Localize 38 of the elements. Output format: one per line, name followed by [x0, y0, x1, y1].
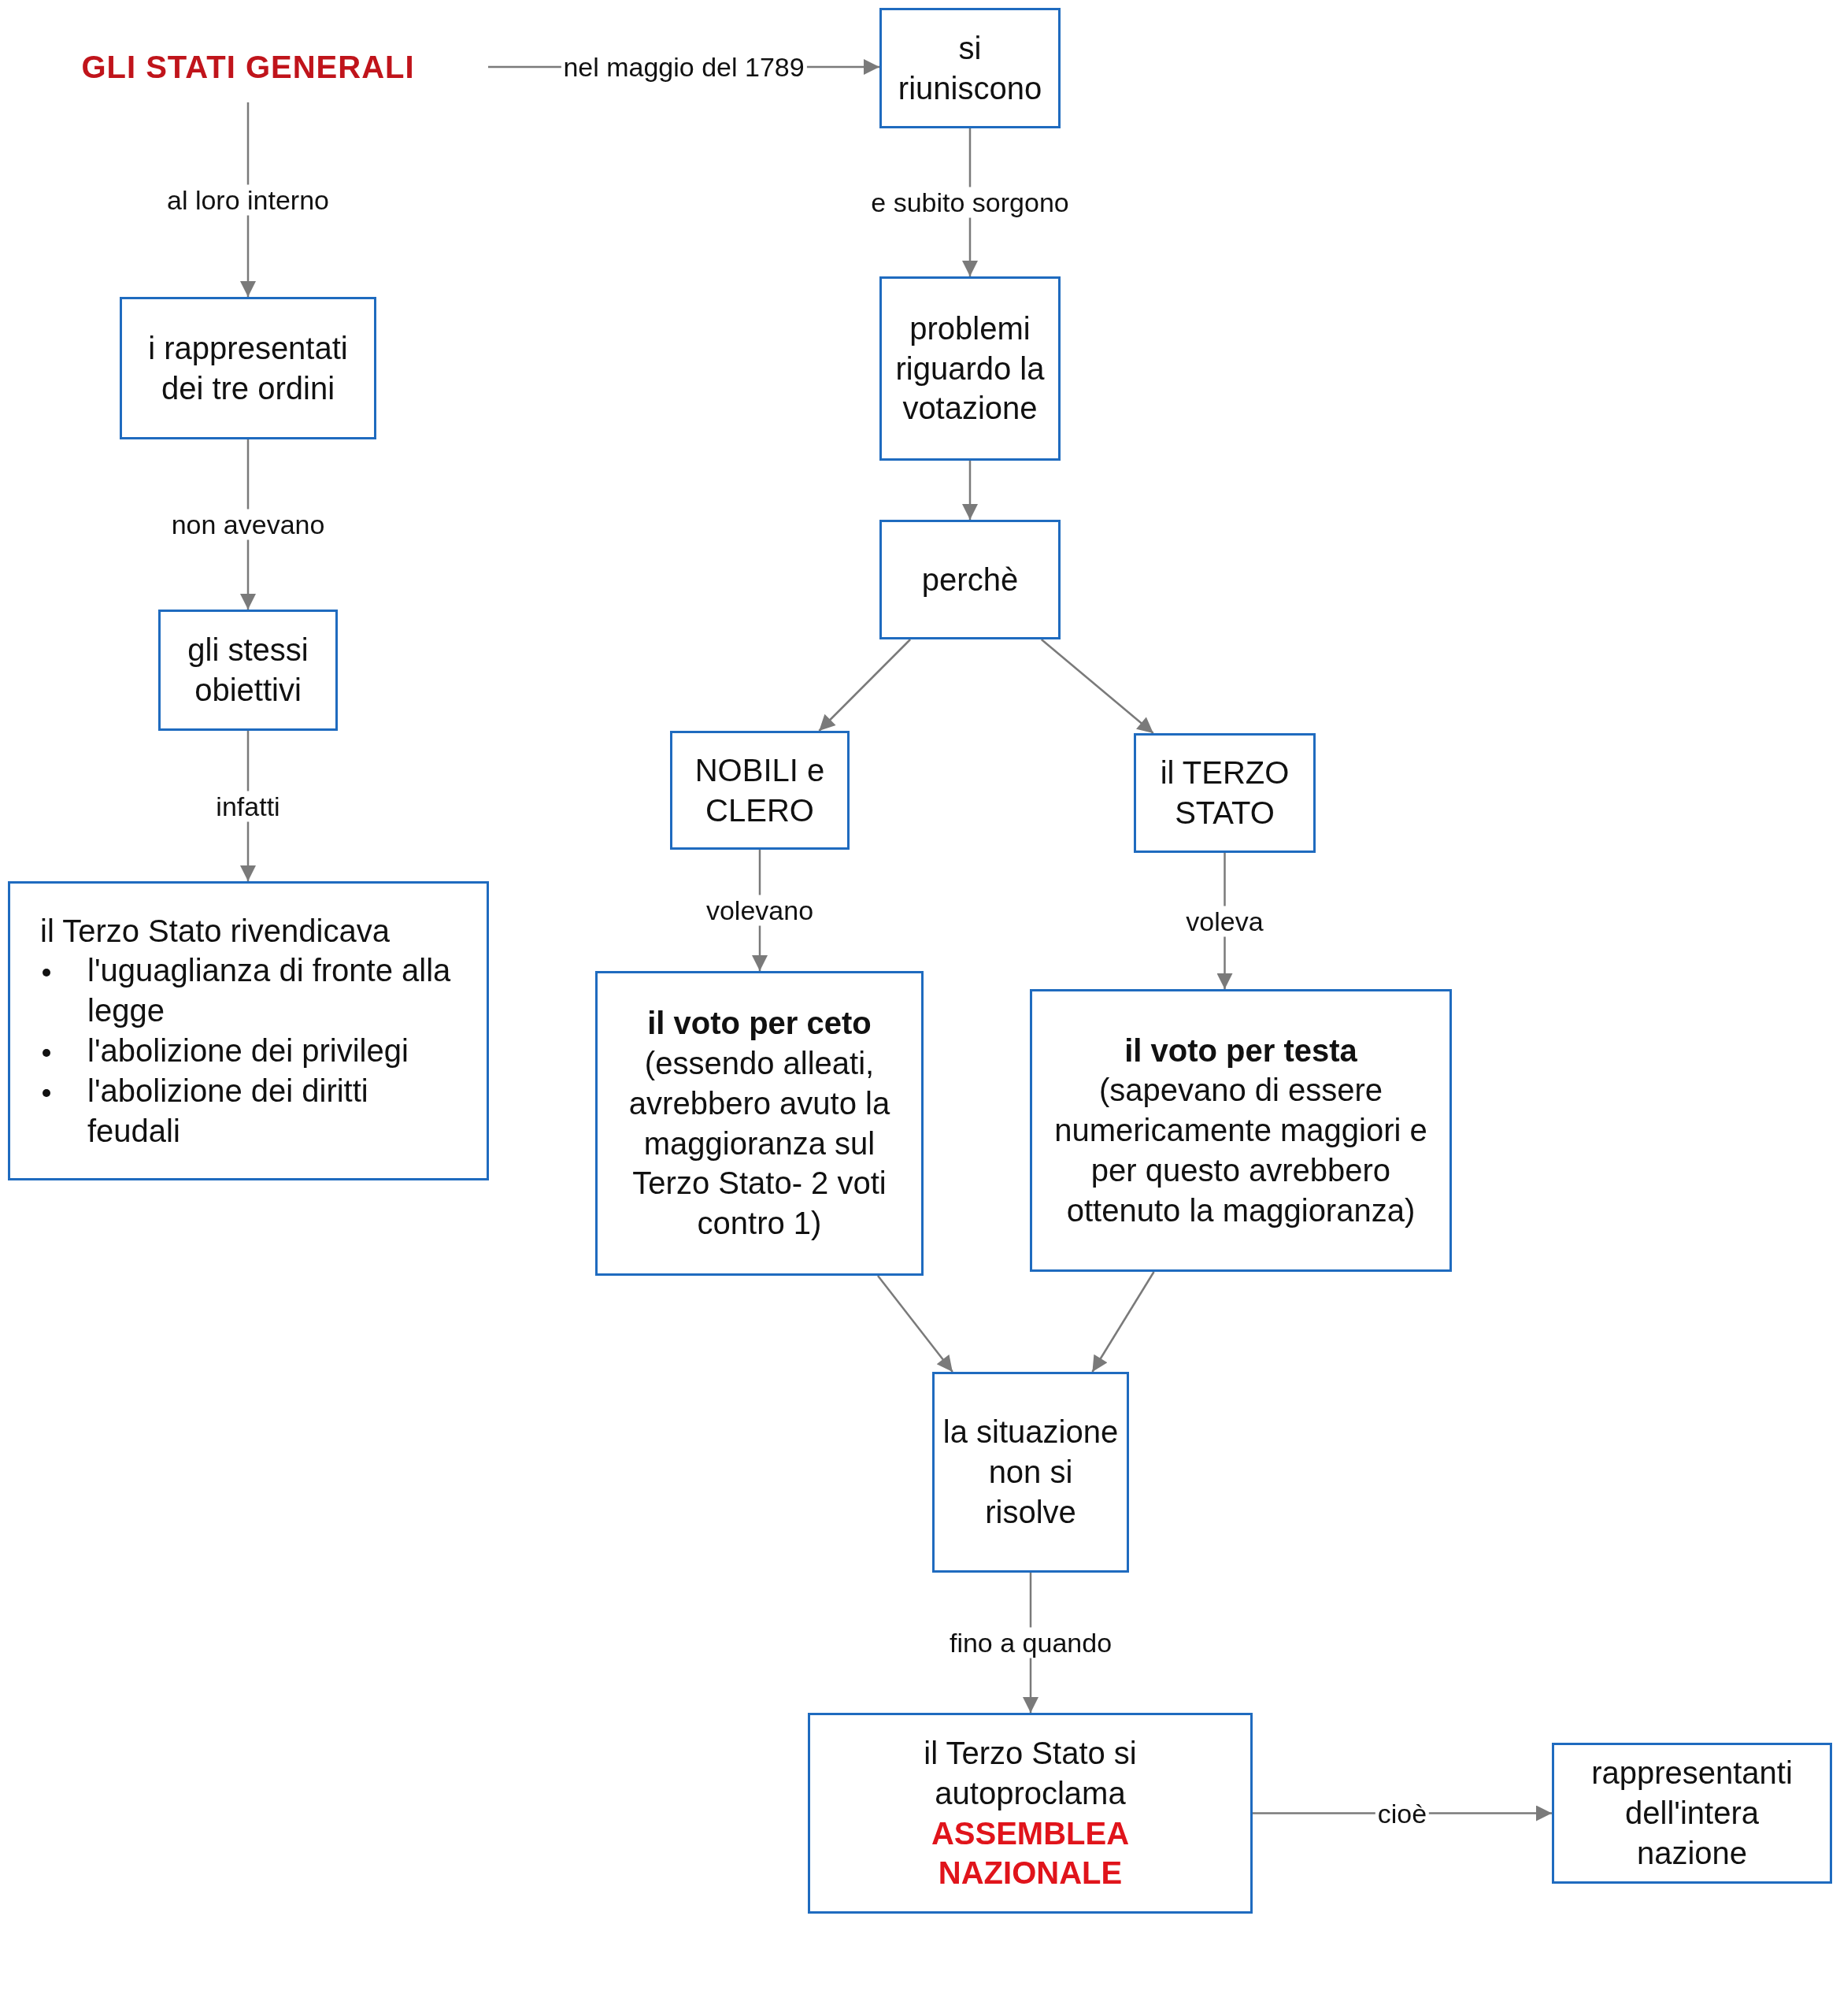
- title: GLI STATI GENERALI: [81, 48, 415, 86]
- concept-box: [879, 520, 1061, 639]
- concept-box: [1030, 989, 1452, 1272]
- concept-box: [808, 1713, 1253, 1914]
- node-text: la situazione non si risolve: [942, 1414, 1119, 1531]
- arrow: [1040, 639, 1154, 734]
- node-text: gli stessi obiettivi: [187, 632, 309, 709]
- node-text: (essendo alleati, avrebbero avuto la maggioranza sul Terzo Stato- 2 voti contro 1): [628, 1044, 891, 1243]
- node-text: ASSEMBLEA NAZIONALE: [930, 1814, 1131, 1892]
- node-text: il Terzo Stato rivendicava: [40, 912, 391, 950]
- node-text: (sapevano di essere numericamente maggiori e per questo avrebbero ottenuto la maggioranza): [1054, 1072, 1427, 1229]
- concept-box: [879, 8, 1061, 128]
- concept-box: [879, 276, 1061, 461]
- concept-box: [158, 610, 338, 731]
- node-text: i rappresentati dei tre ordini: [147, 329, 349, 407]
- concept-box: [120, 297, 376, 439]
- concept-box: [1552, 1743, 1832, 1884]
- bullet-item: l'abolizione dei privilegi: [40, 1031, 469, 1071]
- concept-box: [1134, 733, 1316, 853]
- concept-box: [670, 731, 850, 850]
- arrow: [962, 461, 978, 520]
- concept-box: [932, 1372, 1129, 1573]
- node-text: rappresentanti dell'intera nazione: [1590, 1755, 1794, 1872]
- node-text: il Terzo Stato si autoproclama: [923, 1734, 1138, 1812]
- node-text: il voto per testa: [1124, 1032, 1357, 1069]
- arrow: [818, 639, 912, 732]
- node-text: problemi riguardo la votazione: [894, 309, 1046, 428]
- node-text: il TERZO STATO: [1159, 754, 1290, 832]
- concept-box: [8, 881, 489, 1180]
- edge-label: voleva: [1183, 906, 1266, 936]
- bullet-item: l'abolizione dei diritti feudali: [40, 1070, 469, 1151]
- arrow: [1091, 1271, 1155, 1373]
- arrow: [877, 1275, 953, 1373]
- node-text: NOBILI e CLERO: [694, 751, 826, 829]
- concept-box: [595, 971, 924, 1276]
- node-text: si riuniscono: [897, 29, 1043, 107]
- node-text: perchè: [921, 561, 1019, 598]
- node-text: il voto per ceto: [647, 1005, 872, 1043]
